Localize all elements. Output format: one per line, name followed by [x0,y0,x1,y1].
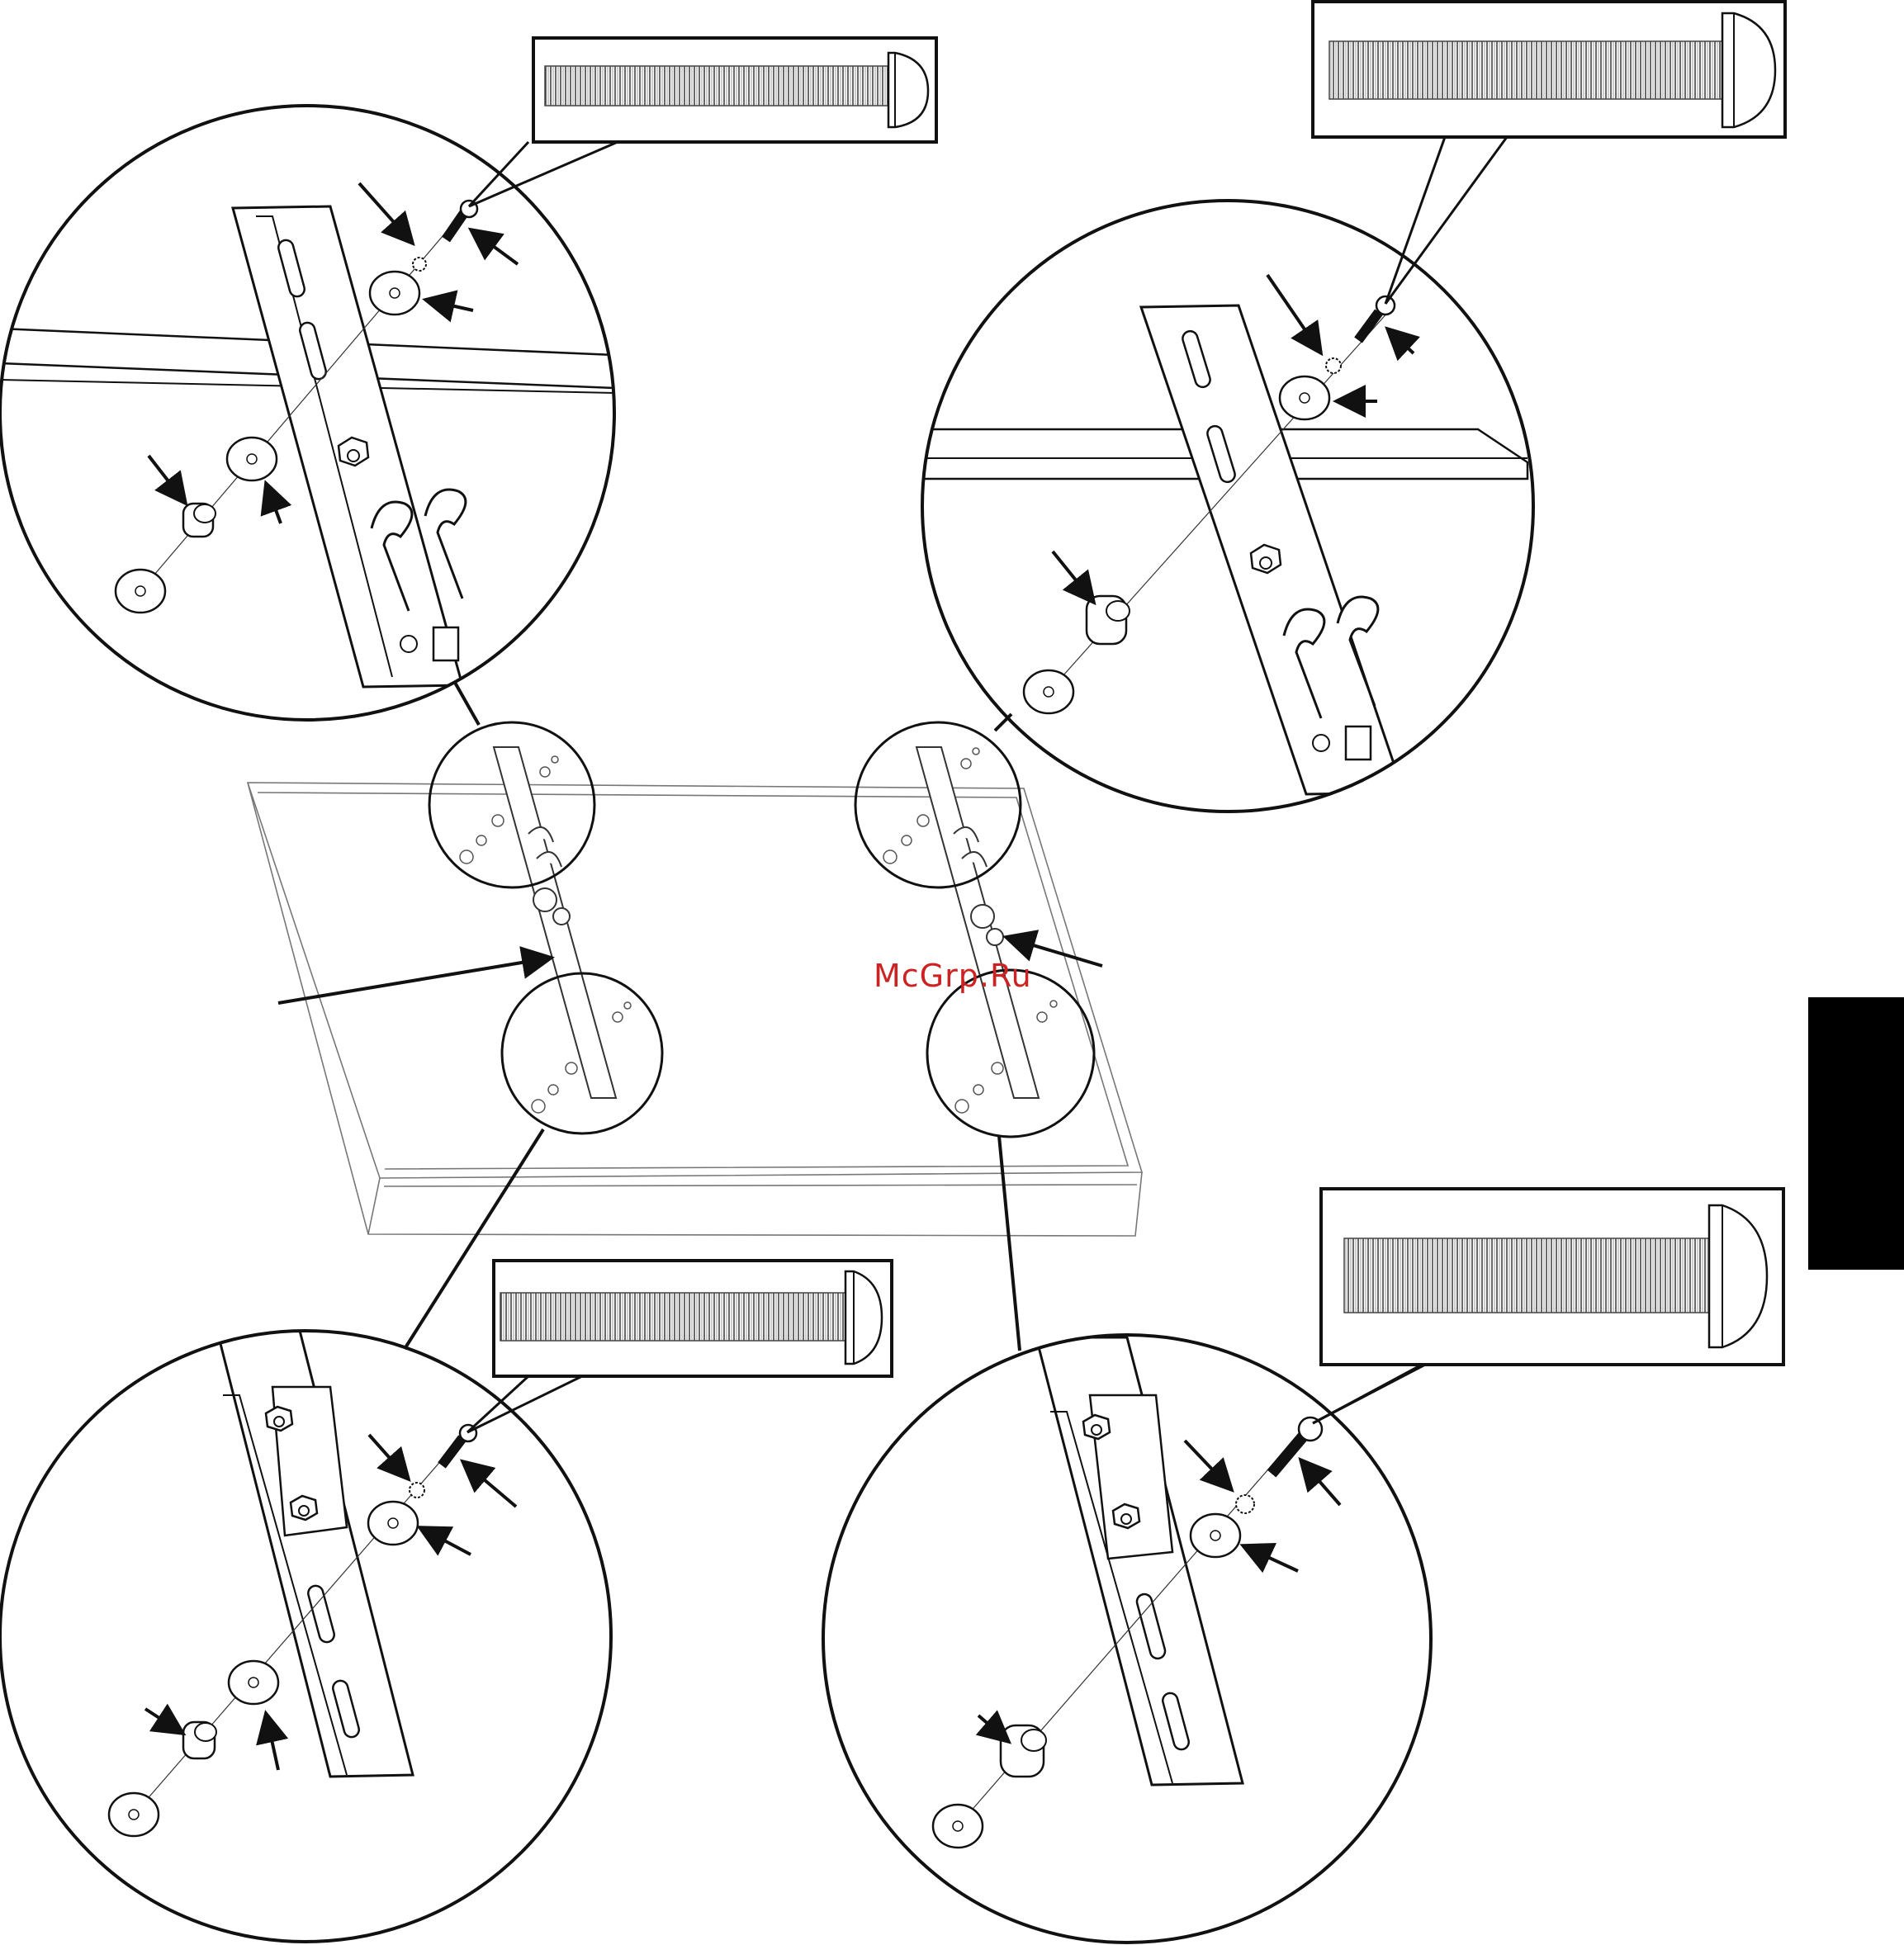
lock-washer-icon [1236,1495,1254,1513]
detail-top-left [0,38,936,720]
screw-icon [446,201,477,239]
lock-washer-icon [1326,358,1341,373]
detail-top-right [922,2,1785,812]
watermark-text: McGrp.Ru [874,958,1032,994]
screw-callout-box [1321,1189,1783,1365]
detail-bottom-right [823,1189,1783,1943]
screw-icon [1272,1417,1322,1474]
detail-bottom-left [0,1261,892,1942]
screw-callout-box [494,1261,892,1376]
screw-callout-box [1313,2,1785,137]
spacer-icon [183,504,216,537]
left-bracket-small [494,747,616,1098]
screw-callout-box [533,38,936,142]
spacer-icon [183,1722,216,1758]
screw-icon [1358,296,1395,340]
lock-washer-icon [410,1483,424,1498]
lock-washer-icon [413,258,426,271]
spacer-icon [1001,1725,1046,1777]
side-tab [1808,997,1904,1270]
